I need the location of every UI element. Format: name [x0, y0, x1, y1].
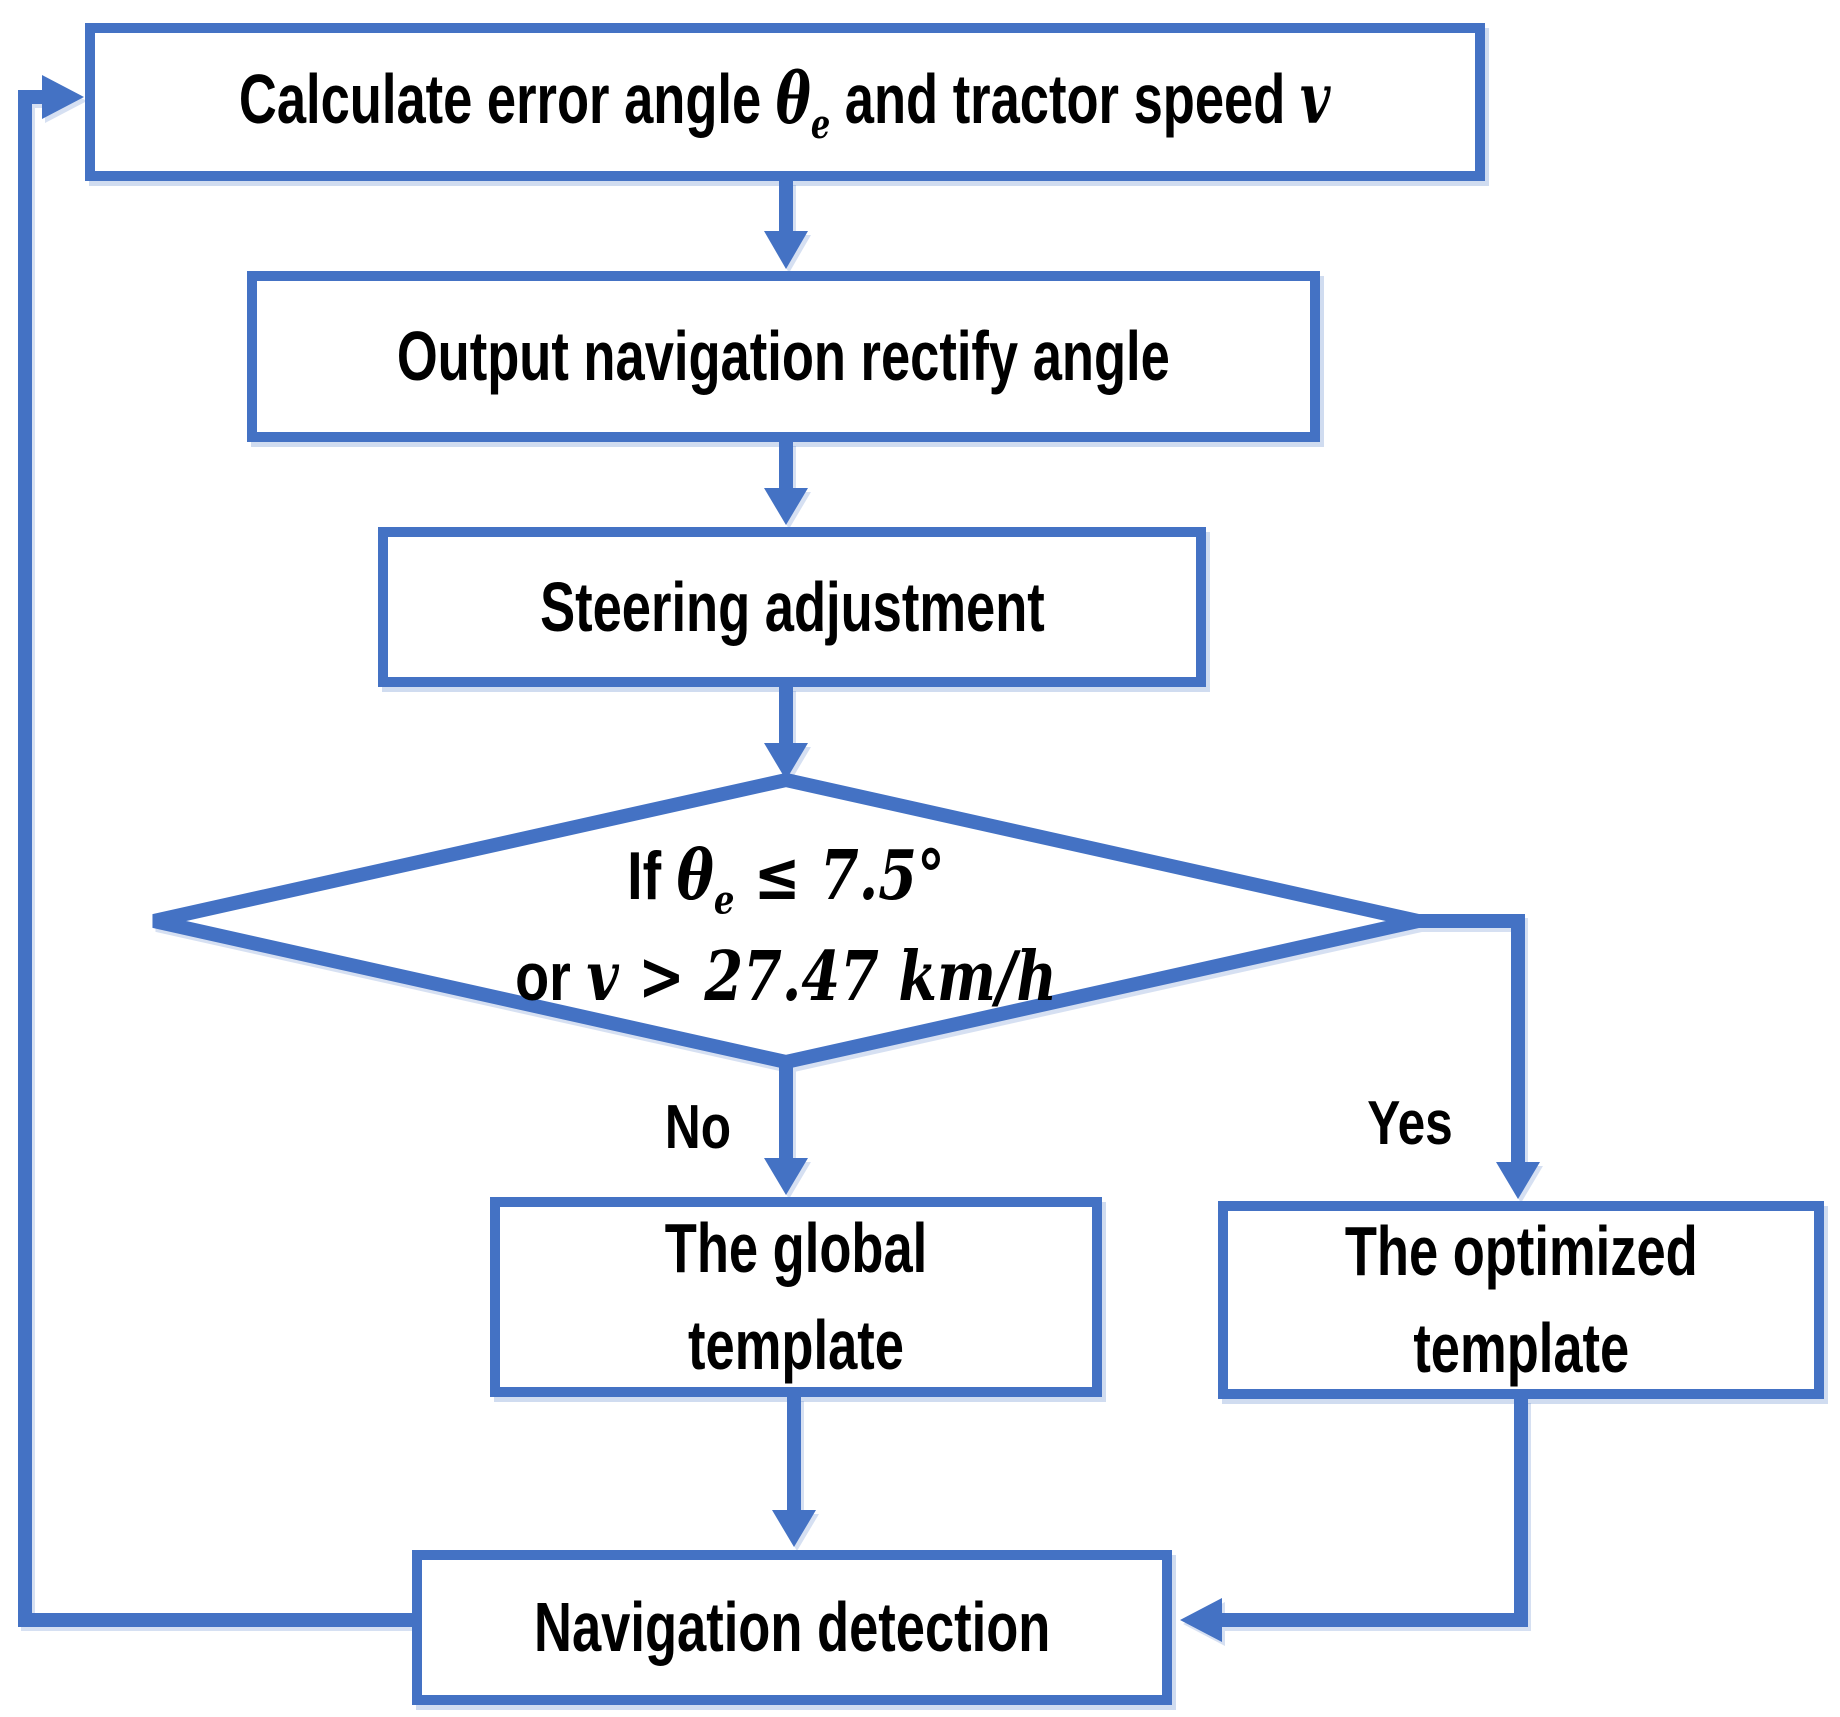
global-line-1: The global — [664, 1209, 928, 1288]
arrowhead-steering-to-decision — [764, 743, 808, 780]
calculate-text-2: and tractor speed — [830, 60, 1301, 139]
arrowhead-calculate-to-output — [764, 231, 808, 269]
node-global-template: The global template — [490, 1197, 1102, 1397]
node-steering-adjustment: Steering adjustment — [378, 527, 1206, 687]
arrowhead-no-branch — [764, 1158, 808, 1195]
node-global-label: The global template — [665, 1200, 928, 1393]
node-navigation-label: Navigation detection — [533, 1588, 1051, 1667]
theta-symbol: θ — [776, 57, 812, 141]
node-calculate-error-angle: Calculate error angle θe and tractor spe… — [85, 23, 1485, 181]
decision-theta-sub: e — [713, 877, 735, 924]
arrow-yes-branch — [1411, 914, 1525, 1164]
arrow-optimized-to-navigation — [1222, 1399, 1528, 1627]
node-output-label: Output navigation rectify angle — [397, 317, 1170, 396]
theta-subscript: e — [811, 100, 831, 149]
decision-speed-condition: v > 27.47 km/h — [586, 936, 1057, 1017]
decision-theta: θ — [676, 836, 714, 916]
yes-branch-label: Yes — [1367, 1089, 1453, 1158]
arrowhead-yes-branch — [1496, 1162, 1540, 1199]
no-branch-label: No — [664, 1093, 731, 1162]
arrowhead-loopback — [42, 75, 84, 119]
decision-line-2: or v > 27.47 km/h — [458, 929, 1114, 1026]
global-line-2: template — [688, 1306, 904, 1384]
node-calculate-label: Calculate error angle θe and tractor spe… — [239, 51, 1330, 152]
decision-line-1: If θe ≤ 7.5° — [458, 828, 1114, 929]
optimized-line-2: template — [1413, 1309, 1629, 1387]
decision-label: If θe ≤ 7.5° or v > 27.47 km/h — [458, 828, 1114, 1025]
optimized-line-1: The optimized — [1344, 1212, 1698, 1291]
node-steering-label: Steering adjustment — [539, 567, 1045, 646]
speed-symbol: v — [1300, 57, 1331, 141]
arrowhead-optimized-to-navigation — [1180, 1598, 1222, 1642]
arrowhead-output-to-steering — [764, 488, 808, 525]
decision-if-text: If — [627, 838, 677, 914]
node-navigation-detection: Navigation detection — [412, 1550, 1172, 1705]
node-optimized-template: The optimized template — [1218, 1201, 1824, 1399]
arrowhead-global-to-navigation — [772, 1510, 816, 1547]
decision-threshold: ≤ 7.5° — [734, 836, 945, 916]
node-optimized-label: The optimized template — [1345, 1203, 1698, 1396]
node-output-rectify-angle: Output navigation rectify angle — [247, 271, 1320, 442]
loopback-line — [18, 90, 412, 1627]
calculate-text-1: Calculate error angle — [239, 60, 777, 139]
decision-or-text: or — [515, 938, 587, 1015]
